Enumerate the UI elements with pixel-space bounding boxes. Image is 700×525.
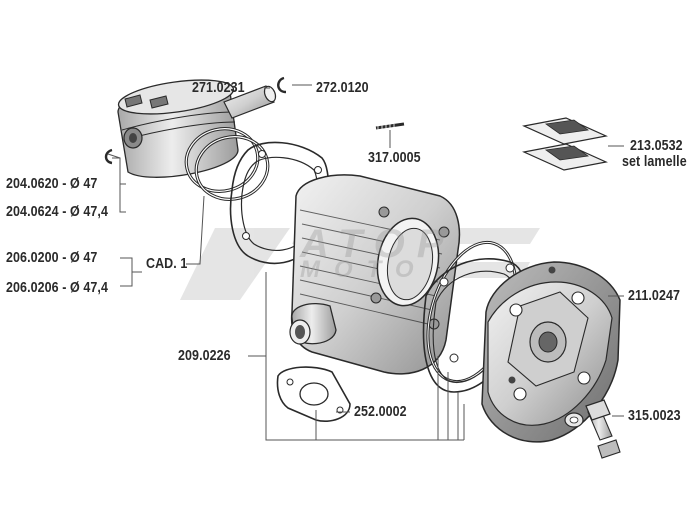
label-piston-474: 204.0624 - Ø 47,4 xyxy=(6,204,108,220)
cylinder-head xyxy=(481,261,621,443)
piston-rings xyxy=(184,127,270,201)
cylinder xyxy=(289,174,461,375)
reed-set xyxy=(522,117,608,171)
label-stud: 317.0005 xyxy=(368,150,421,166)
label-intake-gasket: 252.0002 xyxy=(354,404,407,420)
bolt xyxy=(585,399,621,459)
intake-gasket xyxy=(276,366,351,422)
label-cad: CAD. 1 xyxy=(146,256,188,272)
label-cylinder-kit: 209.0226 xyxy=(178,348,231,364)
piston xyxy=(117,79,239,178)
label-piston-pin: 271.0231 xyxy=(192,80,245,96)
label-rings-474: 206.0206 - Ø 47,4 xyxy=(6,280,108,296)
watermark-text-2: MOTO xyxy=(300,256,428,283)
label-rings-47: 206.0200 - Ø 47 xyxy=(6,250,98,266)
label-reeds-sub: set lamelle xyxy=(622,154,687,170)
piston-clip-left xyxy=(104,148,113,165)
leader-lines xyxy=(107,84,624,441)
piston-clip-top xyxy=(277,76,287,94)
label-bolt: 315.0023 xyxy=(628,408,681,424)
label-head: 211.0247 xyxy=(628,288,681,304)
label-piston-47: 204.0620 - Ø 47 xyxy=(6,176,98,192)
washer xyxy=(564,412,584,428)
label-reeds: 213.0532 xyxy=(630,138,683,154)
label-clip-top: 272.0120 xyxy=(316,80,369,96)
piston-pin xyxy=(223,85,277,119)
stud-pin xyxy=(375,122,405,130)
watermark-text-1: ATOP xyxy=(300,222,456,266)
